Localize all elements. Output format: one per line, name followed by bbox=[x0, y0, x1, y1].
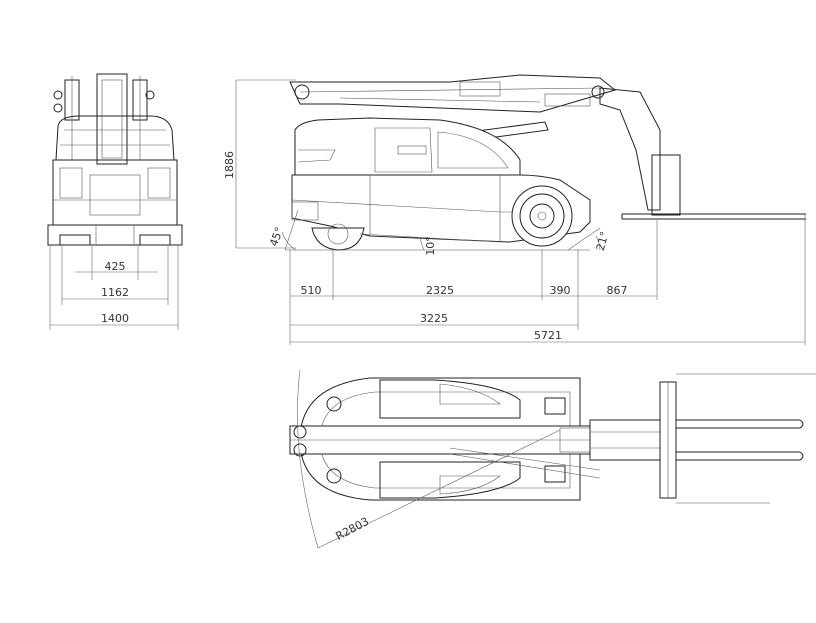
top-view bbox=[289, 373, 816, 504]
dim-867: 867 bbox=[607, 284, 628, 297]
radius-label: R2803 bbox=[334, 515, 372, 543]
dim-390: 390 bbox=[550, 284, 571, 297]
dim-425: 425 bbox=[105, 260, 126, 273]
dim-5721: 5721 bbox=[534, 329, 562, 342]
front-view-dimensions: 425 1162 1400 bbox=[49, 245, 179, 330]
dim-1162: 1162 bbox=[101, 286, 129, 299]
angle-45: 45° bbox=[267, 225, 286, 248]
front-view bbox=[47, 73, 183, 246]
side-view-dimensions: 1886 45° 10° 21° 510 2325 390 867 3225 5… bbox=[223, 79, 806, 345]
dim-2325: 2325 bbox=[426, 284, 454, 297]
side-view bbox=[285, 74, 806, 251]
dim-510: 510 bbox=[301, 284, 322, 297]
dim-1886: 1886 bbox=[223, 151, 236, 179]
angle-21: 21° bbox=[594, 230, 612, 252]
dim-1400: 1400 bbox=[101, 312, 129, 325]
dim-3225: 3225 bbox=[420, 312, 448, 325]
angle-10: 10° bbox=[424, 236, 437, 256]
